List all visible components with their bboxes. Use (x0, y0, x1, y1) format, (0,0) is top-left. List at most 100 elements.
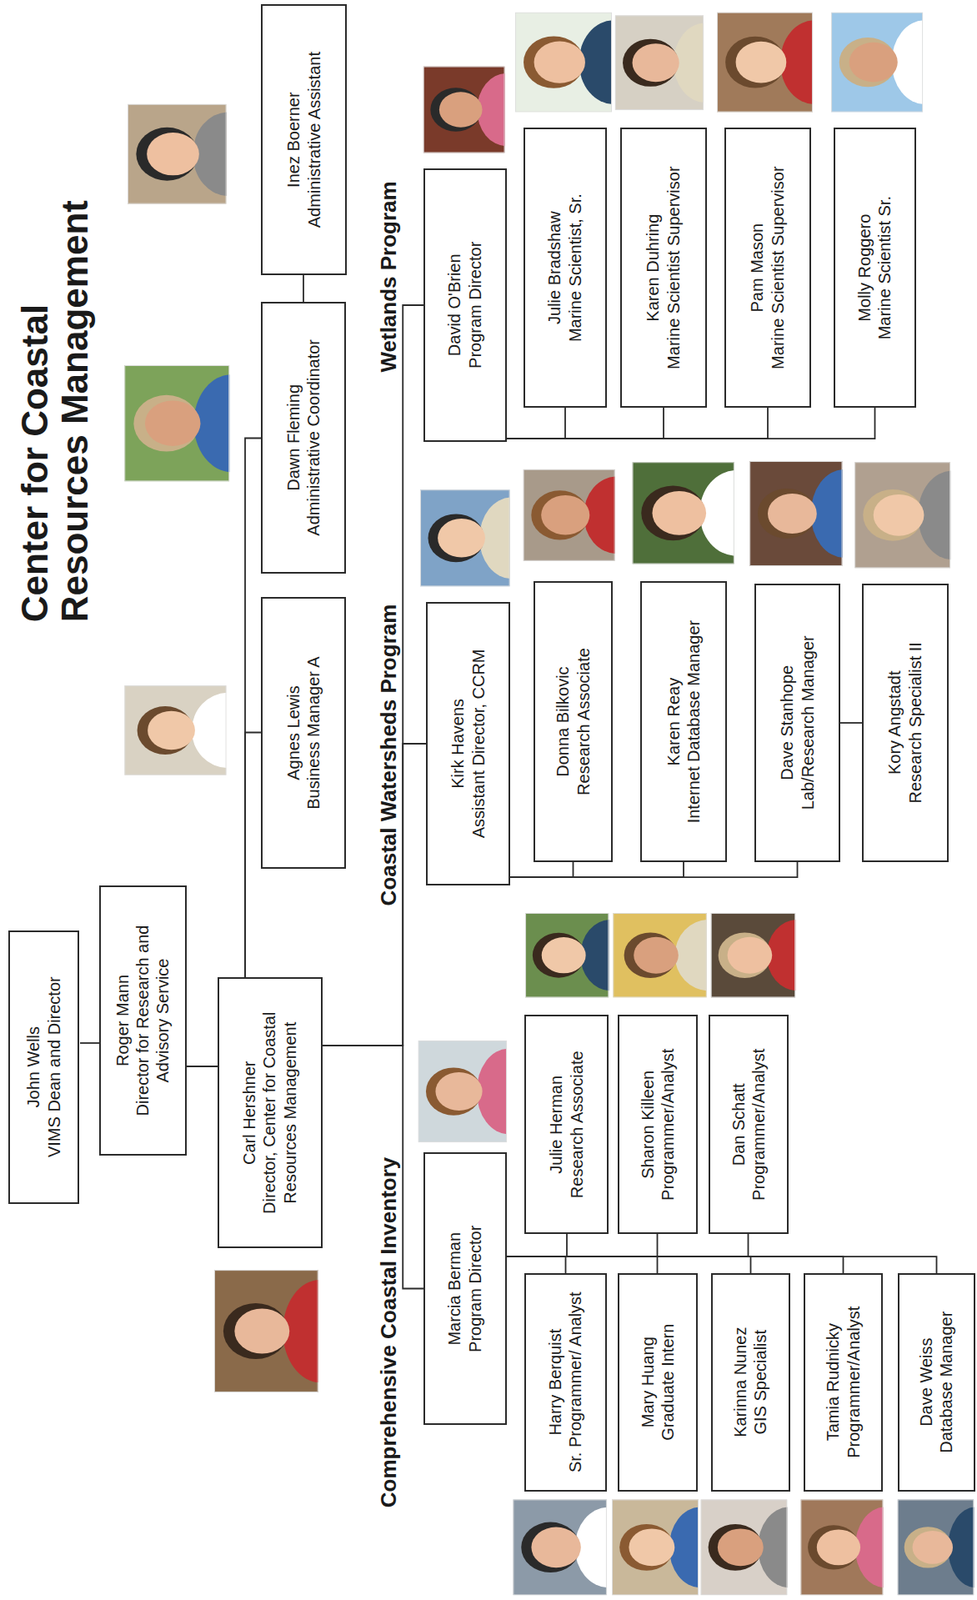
person-box: Julie HermanResearch Associate (524, 1014, 610, 1234)
photo-frame (523, 469, 615, 561)
photo-frame (701, 1499, 787, 1595)
person-box: Pam MasonMarine Scientist Supervisor (724, 127, 812, 408)
job-title: Lab/Research Manager (797, 635, 818, 810)
person-name: Karen Duhring (642, 214, 663, 322)
photo-face (439, 91, 483, 127)
org-connector (506, 1256, 844, 1273)
staff-photo (854, 461, 951, 568)
person-name: Carl Hershner (239, 1060, 260, 1164)
chart-title: Center for Coastal Resources Management (15, 160, 95, 622)
person-box: Dan SchattProgrammer/Analyst (708, 1014, 788, 1234)
person-name: Dave Weiss (916, 1337, 937, 1427)
photo-frame (214, 1270, 318, 1393)
photo-frame (831, 12, 923, 112)
org-connector (186, 1065, 218, 1068)
program-heading: Coastal Watersheds Program (377, 604, 401, 907)
person-name: Julie Bradshaw (544, 210, 565, 325)
photo-frame (801, 1499, 883, 1595)
photo-frame (750, 460, 842, 566)
staff-photo (831, 12, 923, 113)
photo-frame (855, 462, 951, 568)
photo-frame (127, 104, 226, 204)
job-title: Assistant Director, CCRM (468, 649, 489, 839)
staff-photo (515, 12, 612, 113)
staff-photo (615, 15, 704, 111)
job-title: Programmer/Analyst (657, 1048, 678, 1201)
photo-face (147, 711, 196, 751)
person-box: David O'BrienProgram Director (423, 168, 507, 442)
photo-face (435, 1072, 482, 1111)
staff-photo (420, 489, 511, 587)
job-title: Business Manager A (303, 656, 324, 809)
person-box: Molly RoggeroMarine Scientist Sr. (833, 127, 917, 408)
photo-frame (526, 912, 609, 998)
org-connector (506, 1233, 658, 1257)
photo-frame (632, 462, 734, 564)
photo-frame (612, 1499, 699, 1595)
staff-photo (711, 912, 797, 998)
job-title: Marine Scientist, Sr. (565, 193, 586, 342)
photo-frame (613, 912, 707, 998)
job-title: Director for Research and Advisory Servi… (132, 893, 174, 1148)
person-name: Agnes Lewis (283, 685, 304, 780)
person-box: Mary HuangGraduate Intern (617, 1272, 697, 1492)
photo-face (849, 42, 898, 83)
staff-photo (716, 12, 813, 113)
job-title: Database Manager (936, 1311, 957, 1453)
person-name: Molly Roggero (854, 214, 875, 322)
photo-frame (717, 12, 813, 112)
org-connector (506, 407, 876, 439)
person-name: David O'Brien (444, 253, 465, 356)
org-connector (506, 407, 664, 439)
photo-face (534, 41, 586, 84)
photo-frame (125, 365, 230, 481)
person-name: Karinna Nunez (730, 1327, 751, 1438)
org-connector (840, 721, 862, 724)
program-heading: Wetlands Program (377, 180, 401, 372)
photo-face (541, 495, 590, 536)
photo-face (633, 936, 679, 974)
person-box: Marcia BermanProgram Director (423, 1152, 507, 1425)
org-connector (506, 1256, 752, 1273)
person-name: Mary Huang (637, 1336, 658, 1428)
job-title: Sr. Programmer/ Analyst (565, 1291, 586, 1473)
org-connector (506, 1256, 567, 1273)
photo-body (191, 692, 227, 768)
person-box: Karinna NunezGIS Specialist (711, 1272, 791, 1492)
org-connector (506, 407, 566, 439)
job-title: Programmer/Analyst (748, 1048, 769, 1201)
person-box: John WellsVIMS Dean and Director (8, 930, 81, 1204)
photo-frame (515, 12, 612, 112)
org-connector (509, 861, 574, 877)
staff-photo (800, 1498, 883, 1595)
job-title: Graduate Intern (657, 1323, 678, 1441)
job-title: Research Associate (566, 1050, 587, 1198)
photo-face (234, 1308, 290, 1354)
photo-frame (615, 15, 703, 111)
org-connector (245, 732, 261, 978)
person-box: Tamia RudnickyProgrammer/Analyst (803, 1272, 883, 1492)
org-connector (80, 1042, 100, 1044)
person-name: Karen Reay (663, 677, 684, 767)
photo-face (767, 493, 817, 534)
photo-face (541, 936, 587, 973)
person-box: Kirk HavensAssistant Director, CCRM (425, 601, 510, 886)
org-connector (506, 1256, 937, 1273)
photo-face (816, 1528, 861, 1565)
person-box: Julie BradshawMarine Scientist, Sr. (523, 127, 607, 408)
staff-photo (611, 1498, 699, 1595)
job-title: Programmer/Analyst (843, 1306, 864, 1458)
photo-face (628, 1528, 675, 1566)
photo-face (873, 494, 925, 537)
staff-photo (525, 912, 609, 998)
person-box: Carl HershnerDirector, Center for Coasta… (217, 977, 323, 1248)
staff-photo (418, 1040, 507, 1143)
person-box: Roger MannDirector for Research and Advi… (99, 885, 187, 1156)
person-box: Harry BerquistSr. Programmer/ Analyst (524, 1272, 607, 1492)
photo-face (651, 491, 707, 536)
photo-frame (513, 1499, 607, 1595)
person-name: Kory Angstadt (884, 671, 905, 776)
person-name: Inez Boerner (283, 91, 304, 188)
job-title: Marine Scientist Supervisor (767, 165, 788, 369)
